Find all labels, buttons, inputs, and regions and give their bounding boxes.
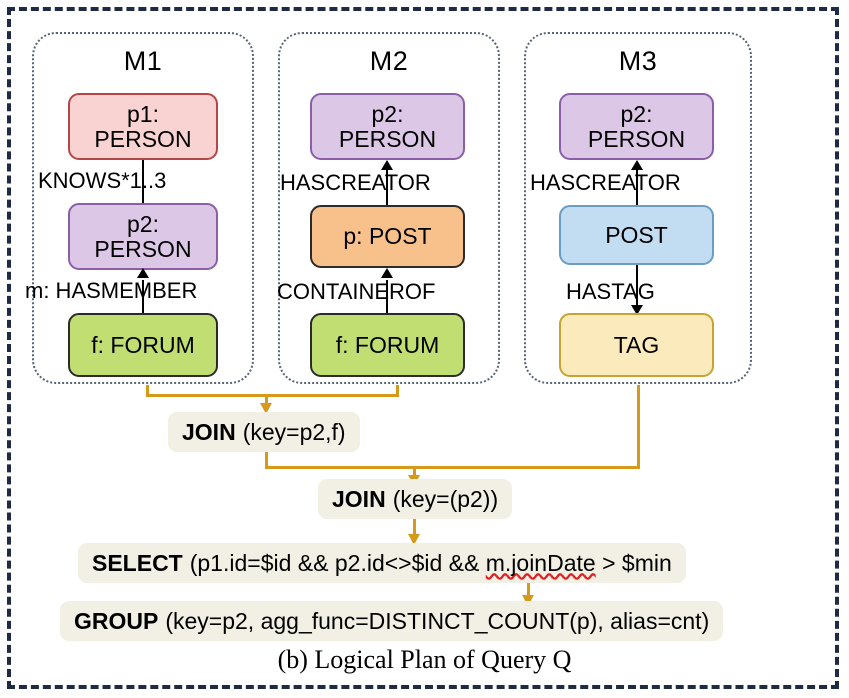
edge-label-m1-hasmember: m: HASMEMBER — [25, 278, 198, 303]
edge-label-m2-containerof: CONTAINEROF — [277, 279, 436, 304]
operator-join-1-args: (key=p2,f) — [242, 418, 346, 445]
figure-dashed-border — [7, 7, 839, 689]
edge-line-m1-hasmember — [142, 280, 144, 313]
operator-group[interactable]: GROUP (key=p2, agg_func=DISTINCT_COUNT(p… — [60, 601, 724, 641]
connector-join1-out — [265, 452, 268, 469]
connector-select-stem — [413, 519, 416, 537]
operator-select-args-suffix: > $min — [595, 549, 672, 576]
connector-group-stem — [527, 580, 530, 598]
node-m3-tag: TAG — [559, 313, 714, 377]
edge-label-m1-knows: KNOWS*1..3 — [38, 168, 167, 193]
node-m2-p2-person: p2: PERSON — [310, 93, 465, 160]
edge-line-m2-containerof — [386, 280, 388, 313]
operator-join-1[interactable]: JOIN (key=p2,f) — [168, 412, 360, 452]
connector-m1-down — [146, 385, 149, 397]
edge-label-m2-hascreator: HASCREATOR — [280, 170, 431, 195]
operator-join-1-keyword: JOIN — [182, 418, 236, 445]
edge-line-m3-hastag — [636, 265, 638, 309]
operator-join-2[interactable]: JOIN (key=(p2)) — [318, 479, 513, 519]
operator-select-args: (p1.id=$id && p2.id<>$id && m.joinDate >… — [190, 550, 672, 577]
operator-select-args-flagged: m.joinDate — [485, 549, 596, 576]
node-m3-p2-person: p2: PERSON — [559, 93, 714, 160]
connector-join1-stem — [265, 394, 268, 405]
connector-group-arrow — [522, 595, 534, 606]
edge-line-m2-hascreator — [386, 170, 388, 208]
edge-label-m3-hastag: HASTAG — [566, 279, 655, 304]
node-m1-p2-person: p2: PERSON — [68, 203, 218, 270]
match-panel-m1: M1 — [32, 32, 254, 384]
panel-title-m2: M2 — [369, 46, 409, 76]
edge-line-m3-hascreator — [636, 170, 638, 208]
figure-caption: (b) Logical Plan of Query Q — [277, 645, 572, 674]
panel-title-m1: M1 — [123, 46, 163, 76]
node-m3-post: POST — [559, 205, 714, 265]
operator-select-args-prefix: (p1.id=$id && p2.id<>$id && — [189, 549, 486, 576]
edge-label-m3-hascreator: HASCREATOR — [530, 170, 681, 195]
edge-arrow-m2-hascreator — [381, 160, 393, 170]
edge-arrow-m3-hastag — [631, 305, 643, 315]
edge-line-m1-knows — [142, 160, 144, 203]
edge-arrow-m2-containerof — [381, 268, 393, 278]
match-panel-m3: M3 — [524, 32, 752, 384]
connector-select-arrow — [408, 534, 420, 545]
edge-arrow-m3-hascreator — [631, 160, 643, 170]
node-m1-f-forum: f: FORUM — [68, 313, 218, 377]
node-m2-f-forum: f: FORUM — [310, 313, 465, 377]
edge-arrow-m1-hasmember — [137, 268, 149, 278]
operator-join-2-args: (key=(p2)) — [392, 485, 499, 512]
operator-join-2-keyword: JOIN — [332, 485, 386, 512]
operator-group-keyword: GROUP — [74, 607, 159, 634]
panel-title-m3: M3 — [618, 46, 658, 76]
connector-m1m2-bus — [146, 394, 399, 397]
match-panel-m2: M2 — [278, 32, 500, 384]
node-m2-p-post: p: POST — [310, 205, 465, 268]
node-m1-p1-person: p1: PERSON — [68, 93, 218, 160]
connector-m2-down — [396, 385, 399, 397]
operator-select[interactable]: SELECT (p1.id=$id && p2.id<>$id && m.joi… — [78, 543, 686, 583]
operator-select-keyword: SELECT — [92, 549, 183, 576]
connector-join2-bus — [265, 466, 640, 469]
connector-join2-stem — [413, 466, 416, 477]
connector-join1-arrow — [260, 403, 272, 414]
connector-m3-down — [637, 385, 640, 469]
operator-group-args: (key=p2, agg_func=DISTINCT_COUNT(p), ali… — [165, 607, 710, 634]
